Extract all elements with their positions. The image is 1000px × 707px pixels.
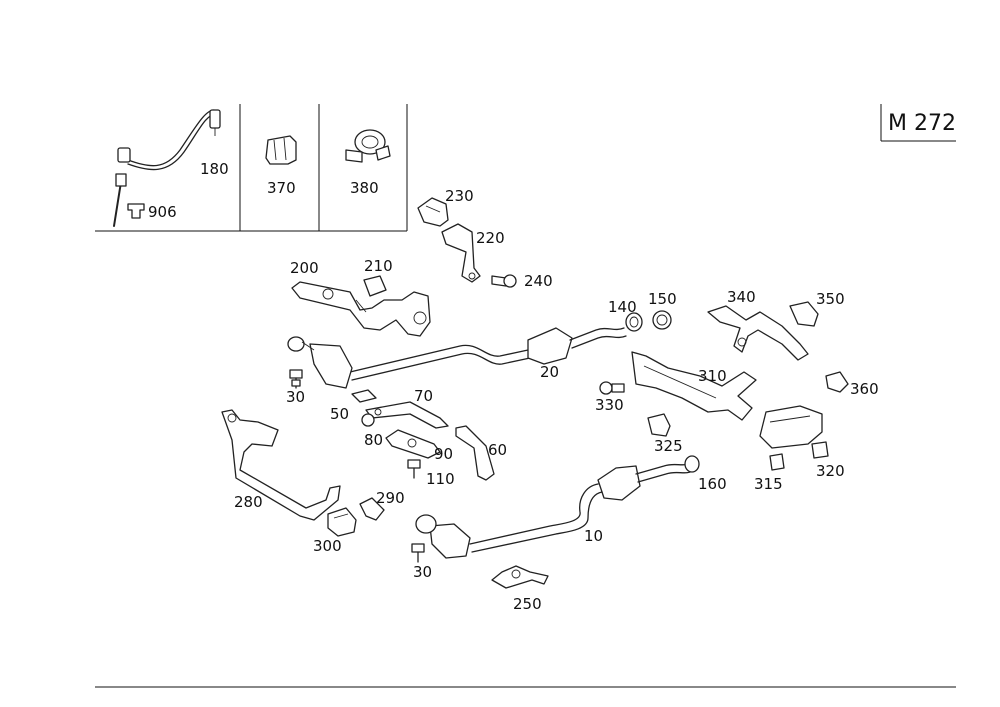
- label-210: 210: [364, 257, 393, 275]
- bolt-30-lower: [411, 543, 425, 563]
- clamp-140: [625, 312, 643, 332]
- exhaust-pipe-20: [287, 327, 627, 389]
- clip-370: [265, 135, 297, 165]
- callout-labels: 180 906 370 380 230 220 240 200 210 140 …: [148, 160, 879, 613]
- label-350: 350: [816, 290, 845, 308]
- crossmember-310: [631, 351, 757, 421]
- label-150: 150: [648, 290, 677, 308]
- label-200: 200: [290, 259, 319, 277]
- label-370: 370: [267, 179, 296, 197]
- bolt-110: [407, 459, 421, 479]
- label-360: 360: [850, 380, 879, 398]
- label-30-upper: 30: [286, 388, 305, 406]
- label-10: 10: [584, 527, 603, 545]
- clamp-380: [345, 129, 391, 163]
- label-180: 180: [200, 160, 229, 178]
- label-340: 340: [727, 288, 756, 306]
- clip-320: [811, 441, 829, 459]
- model-code: M 272: [888, 111, 956, 136]
- heat-shield-220: [441, 223, 481, 283]
- bracket-340: [707, 305, 809, 361]
- bracket-280: [221, 409, 341, 521]
- bracket-360: [825, 371, 849, 393]
- label-380: 380: [350, 179, 379, 197]
- label-240: 240: [524, 272, 553, 290]
- label-230: 230: [445, 187, 474, 205]
- label-300: 300: [313, 537, 342, 555]
- label-310: 310: [698, 367, 727, 385]
- nut-80: [361, 413, 375, 427]
- label-90: 90: [434, 445, 453, 463]
- label-70: 70: [414, 387, 433, 405]
- label-320: 320: [816, 462, 845, 480]
- clamp-150: [652, 310, 672, 330]
- label-280: 280: [234, 493, 263, 511]
- bracket-90: [385, 429, 441, 459]
- heat-shield-rear: [759, 405, 823, 449]
- bracket-290: [359, 497, 385, 521]
- gasket-50: [351, 389, 377, 403]
- bracket-200: [291, 281, 431, 337]
- label-290: 290: [376, 489, 405, 507]
- clip-325: [647, 413, 671, 437]
- exhaust-pipe-10: [415, 455, 700, 559]
- label-30-lower: 30: [413, 563, 432, 581]
- bracket-60: [455, 425, 495, 481]
- label-160: 160: [698, 475, 727, 493]
- clip-210: [363, 275, 387, 297]
- bolt-30-upper: [289, 369, 303, 389]
- label-325: 325: [654, 437, 683, 455]
- oxygen-sensor: [117, 109, 221, 171]
- label-330: 330: [595, 396, 624, 414]
- heat-shield-230: [417, 197, 449, 227]
- label-250: 250: [513, 595, 542, 613]
- bolt-330: [599, 381, 625, 395]
- label-20: 20: [540, 363, 559, 381]
- label-80: 80: [364, 431, 383, 449]
- label-220: 220: [476, 229, 505, 247]
- label-110: 110: [426, 470, 455, 488]
- bracket-350: [789, 301, 819, 327]
- label-140: 140: [608, 298, 637, 316]
- bracket-70: [365, 401, 449, 429]
- label-315: 315: [754, 475, 783, 493]
- clip-315: [769, 453, 785, 471]
- inset-panel: [95, 104, 408, 232]
- label-50: 50: [330, 405, 349, 423]
- connector-906: [113, 173, 145, 227]
- label-60: 60: [488, 441, 507, 459]
- mount-300: [327, 507, 357, 537]
- mount-250: [491, 565, 549, 589]
- label-906: 906: [148, 203, 177, 221]
- model-code-box: M 272: [880, 104, 956, 142]
- bolt-240: [491, 274, 517, 288]
